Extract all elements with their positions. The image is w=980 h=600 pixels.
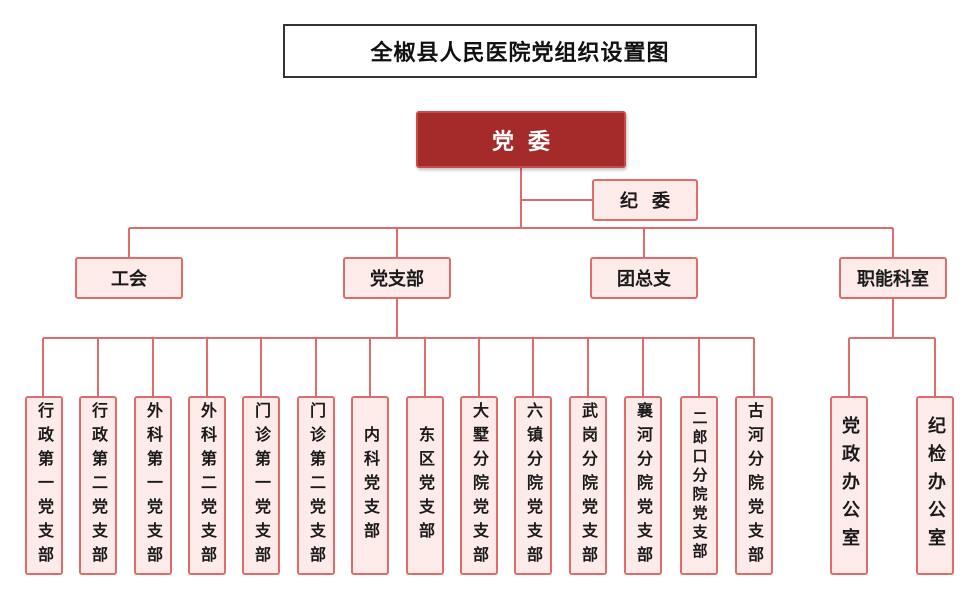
office-box-discipline: 纪检办公室 bbox=[916, 396, 954, 575]
branch-box: 古河分院党支部 bbox=[735, 396, 773, 575]
branch-box: 行政第一党支部 bbox=[25, 396, 63, 575]
party-committee-box: 党委 bbox=[416, 111, 626, 168]
level2-box-party-branch: 党支部 bbox=[343, 257, 451, 299]
office-box-admin: 党政办公室 bbox=[830, 396, 868, 575]
branch-box: 外科第一党支部 bbox=[134, 396, 172, 575]
level2-box-union: 工会 bbox=[75, 257, 183, 299]
branch-box: 东区党支部 bbox=[406, 396, 444, 575]
branch-box: 襄河分院党支部 bbox=[624, 396, 662, 575]
branch-box: 六镇分院党支部 bbox=[514, 396, 552, 575]
branch-box: 二郎口分院党支部 bbox=[680, 396, 718, 575]
discipline-committee-box: 纪委 bbox=[592, 179, 698, 221]
branch-box: 行政第二党支部 bbox=[79, 396, 117, 575]
branch-box: 大墅分院党支部 bbox=[460, 396, 498, 575]
level2-box-functional-depts: 职能科室 bbox=[839, 257, 947, 299]
branch-box: 门诊第一党支部 bbox=[242, 396, 280, 575]
branch-box: 武岗分院党支部 bbox=[569, 396, 607, 575]
branch-box: 内科党支部 bbox=[351, 396, 389, 575]
level2-box-youth-league: 团总支 bbox=[590, 257, 698, 299]
chart-title: 全椒县人民医院党组织设置图 bbox=[283, 24, 757, 78]
branch-box: 门诊第二党支部 bbox=[297, 396, 335, 575]
branch-box: 外科第二党支部 bbox=[188, 396, 226, 575]
